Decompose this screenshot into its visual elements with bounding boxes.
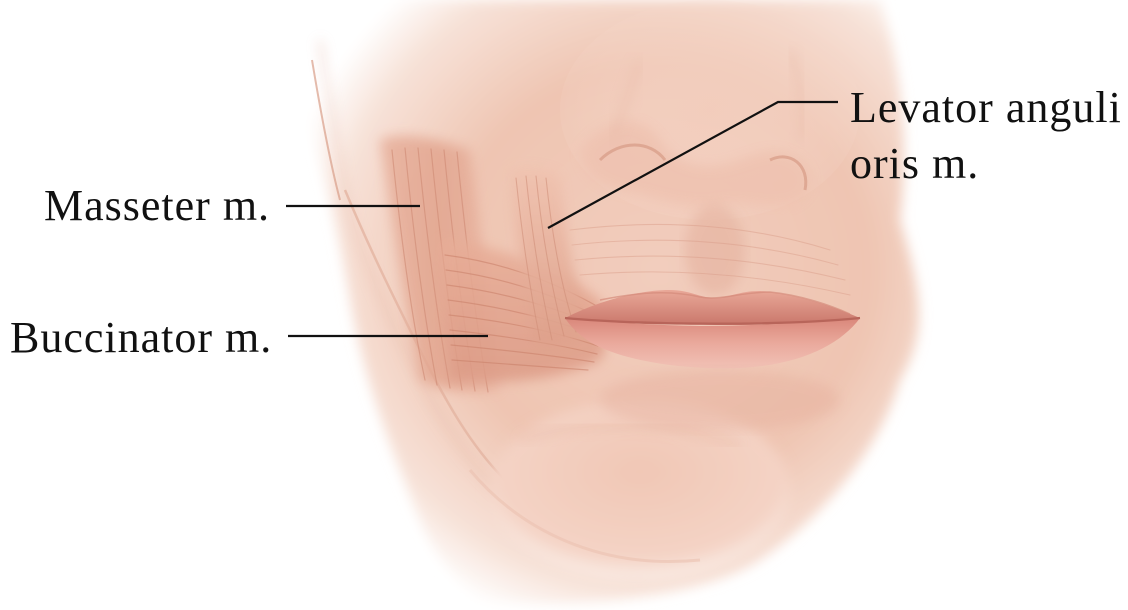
levator-label-line1: Levator anguli [850, 84, 1122, 132]
levator-label-line2: oris m. [850, 140, 979, 188]
masseter-label: Masseter m. [44, 182, 270, 230]
buccinator-label: Buccinator m. [10, 314, 272, 362]
